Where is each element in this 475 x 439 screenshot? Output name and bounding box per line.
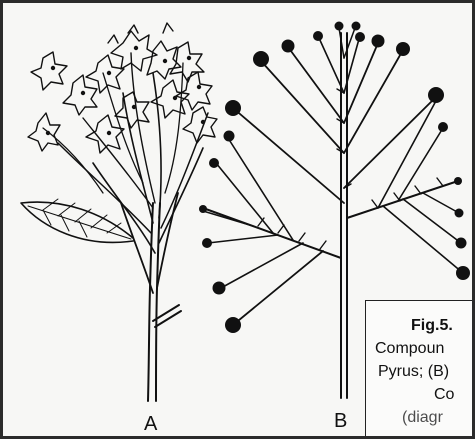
pyrus-corymb-drawing: [21, 23, 217, 401]
caption-figure-number: Fig.5.: [411, 317, 453, 335]
figure-label-b: B: [334, 410, 347, 433]
figure-caption: Fig.5. Compoun Pyrus; (B) Co (diagr: [365, 300, 475, 439]
figure-label-a: A: [144, 413, 157, 436]
caption-line-2: Compoun: [375, 340, 444, 358]
caption-line-5: (diagr: [402, 409, 443, 427]
caption-line-4: Co: [434, 386, 454, 404]
caption-line-3: Pyrus; (B): [378, 363, 449, 381]
